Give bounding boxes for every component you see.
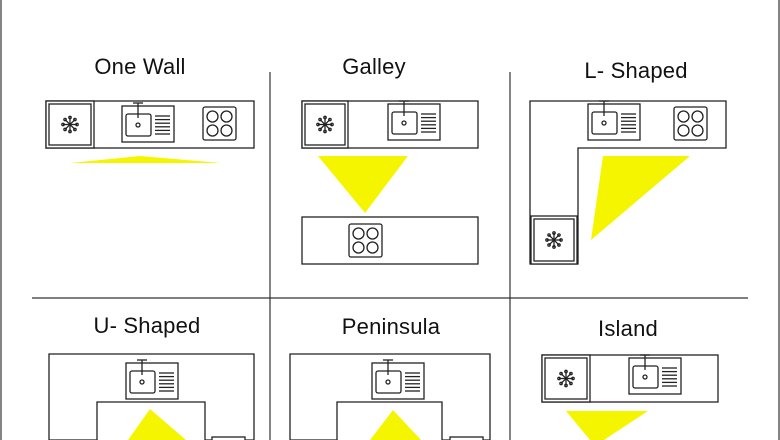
appliance-edge — [449, 436, 484, 440]
cooktop-icon — [673, 106, 708, 141]
sink-icon — [387, 100, 441, 141]
layout-island — [541, 354, 719, 440]
cooktop-icon — [202, 106, 237, 141]
refrigerator-icon — [541, 354, 591, 403]
work-triangle — [70, 156, 221, 163]
layout-u-shaped — [48, 353, 255, 440]
panel-title-peninsula: Peninsula — [341, 314, 441, 339]
cooktop-icon — [348, 223, 383, 258]
layout-peninsula — [289, 353, 491, 440]
counter — [289, 353, 491, 440]
counter — [48, 353, 255, 440]
sink-icon — [628, 354, 682, 395]
layout-one-wall — [45, 100, 255, 163]
work-triangle — [370, 410, 421, 440]
panel-title-l-shaped: L- Shaped — [584, 58, 688, 83]
work-triangle — [318, 156, 408, 213]
work-triangle — [566, 411, 648, 440]
refrigerator-icon — [301, 100, 349, 149]
panel-title-one-wall: One Wall — [94, 54, 186, 79]
refrigerator-icon — [530, 215, 578, 265]
counter — [529, 100, 727, 265]
panel-title-galley: Galley — [342, 54, 406, 79]
panel-title-u-shaped: U- Shaped — [93, 313, 201, 338]
sink-icon — [371, 359, 425, 400]
panel-title-island: Island — [598, 316, 658, 341]
sink-icon — [121, 102, 175, 143]
sink-icon — [587, 100, 641, 141]
work-triangle — [591, 156, 690, 240]
layout-galley — [301, 100, 479, 265]
work-triangle — [128, 409, 186, 440]
sink-icon — [125, 359, 179, 400]
layout-l-shaped — [529, 100, 727, 265]
appliance-edge — [211, 436, 246, 440]
counter-bottom — [301, 216, 479, 265]
refrigerator-icon — [45, 100, 95, 149]
